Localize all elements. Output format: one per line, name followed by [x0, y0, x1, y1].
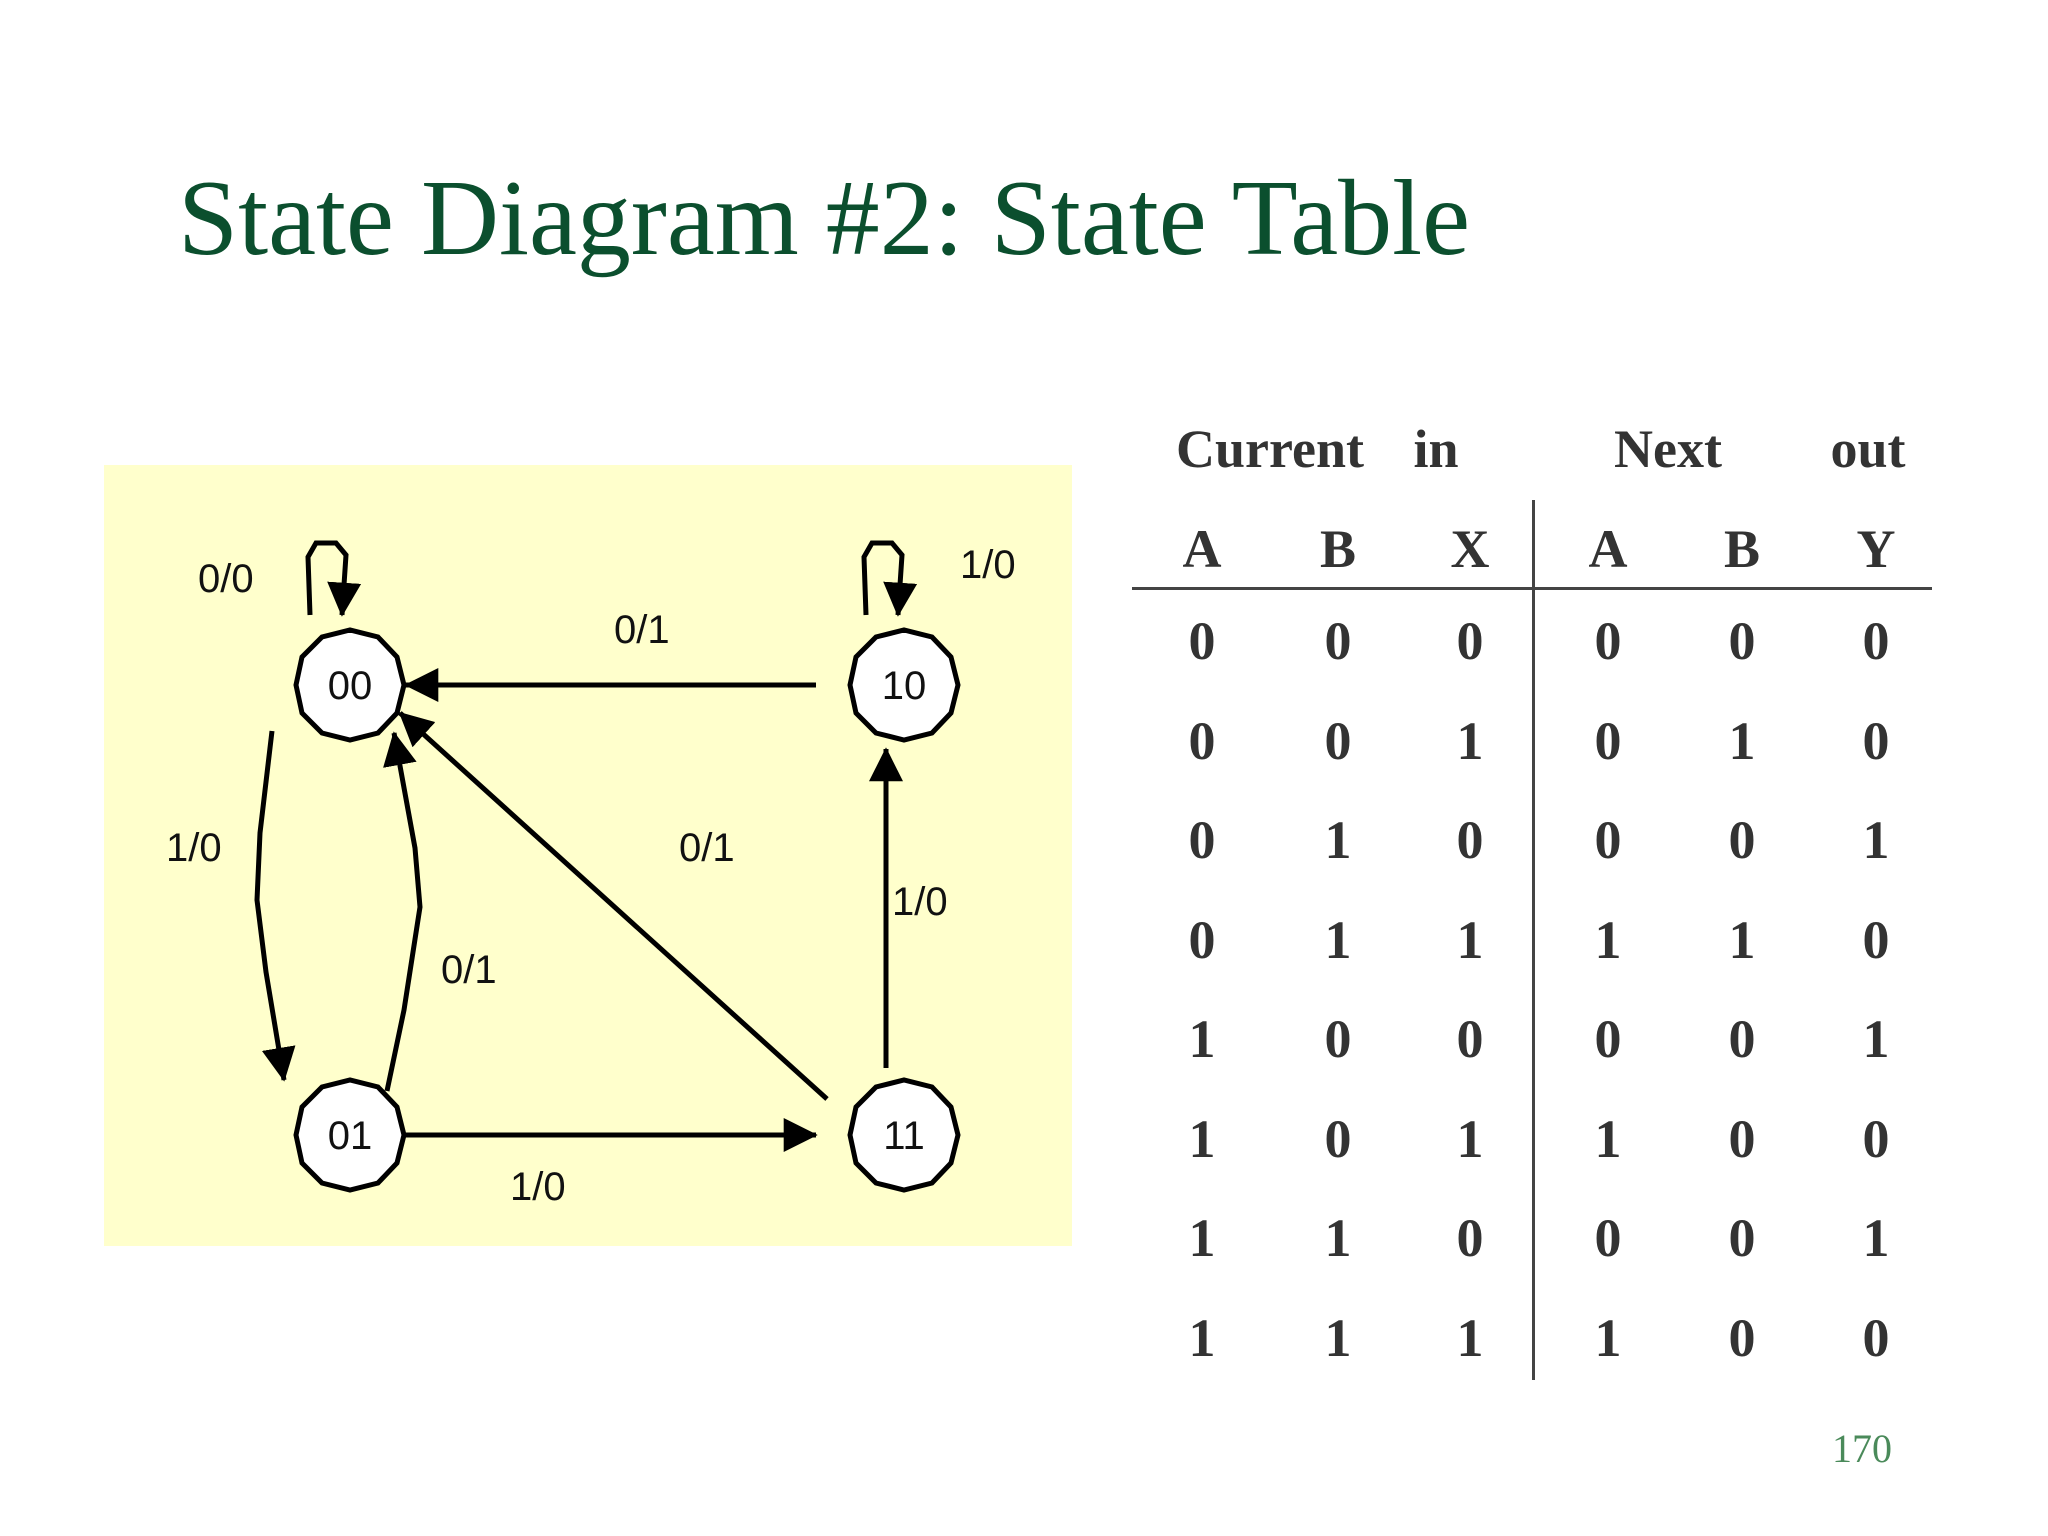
edge-label-01-00: 0/1 — [441, 948, 497, 992]
table-cell: 1 — [1728, 710, 1756, 771]
table-cell: 1 — [1594, 1108, 1622, 1169]
table-cell: 0 — [1456, 611, 1484, 671]
self-loop-10 — [861, 540, 918, 617]
table-cell: 1 — [1456, 1307, 1484, 1368]
table-cell: 0 — [1594, 710, 1622, 771]
table-cell: 1 — [1324, 810, 1352, 870]
column-header: B — [1723, 519, 1761, 579]
state-label-01: 01 — [328, 1114, 373, 1158]
state-node-10: 10 — [847, 627, 961, 743]
edge-11-to-00 — [398, 711, 829, 1101]
table-cell: 1 — [1324, 1307, 1352, 1368]
column-header: A — [1588, 519, 1628, 579]
edge-label-01-11: 1/0 — [510, 1165, 566, 1209]
table-cell: 1 — [1324, 1208, 1352, 1268]
table-cell: 1 — [1862, 1208, 1890, 1268]
table-cell: 1 — [1456, 710, 1484, 771]
table-cell: 0 — [1188, 710, 1216, 771]
state-diagram: 0/0 1/0 0/1 1/0 0/1 0/1 1/0 1/0 00 10 — [166, 540, 1016, 1209]
state-node-11: 11 — [847, 1077, 961, 1193]
table-cell: 0 — [1728, 1108, 1756, 1169]
group-header-current: Current — [1176, 419, 1364, 479]
edge-label-00-00: 0/0 — [198, 557, 254, 601]
edge-label-11-00: 0/1 — [679, 826, 735, 870]
column-header: X — [1450, 519, 1490, 579]
table-cell: 0 — [1188, 909, 1216, 970]
column-header: Y — [1856, 519, 1896, 579]
table-cell: 0 — [1594, 611, 1622, 671]
table-cell: 0 — [1594, 810, 1622, 870]
table-cell: 0 — [1188, 810, 1216, 870]
edge-label-00-01: 1/0 — [166, 826, 222, 870]
table-cell: 0 — [1188, 611, 1216, 671]
table-cell: 1 — [1862, 1009, 1890, 1069]
table-cell: 0 — [1728, 810, 1756, 870]
table-cell: 1 — [1188, 1307, 1216, 1368]
table-cell: 1 — [1456, 909, 1484, 970]
group-header-next: Next — [1614, 419, 1722, 479]
slide-title: State Diagram #2: State Table — [178, 159, 1471, 278]
table-cell: 0 — [1324, 710, 1352, 771]
edge-01-to-00 — [383, 731, 423, 1092]
table-cell: 0 — [1862, 710, 1890, 771]
table-cell: 1 — [1324, 909, 1352, 970]
table-cell: 0 — [1728, 1009, 1756, 1069]
column-header: A — [1182, 519, 1222, 579]
table-cell: 0 — [1324, 1108, 1352, 1169]
state-label-11: 11 — [883, 1114, 925, 1158]
group-header-out: out — [1830, 419, 1906, 479]
table-cell: 1 — [1862, 810, 1890, 870]
table-cell: 0 — [1594, 1208, 1622, 1268]
state-label-00: 00 — [328, 664, 373, 708]
table-cell: 0 — [1728, 1208, 1756, 1268]
table-cell: 1 — [1188, 1009, 1216, 1069]
self-loop-00 — [305, 540, 362, 617]
table-cell: 0 — [1324, 1009, 1352, 1069]
edge-label-10-10: 1/0 — [960, 543, 1016, 587]
table-cell: 0 — [1862, 909, 1890, 970]
group-header-in: in — [1413, 419, 1459, 479]
edge-label-10-00: 0/1 — [614, 608, 670, 652]
table-cell: 1 — [1188, 1108, 1216, 1169]
table-cell: 0 — [1456, 810, 1484, 870]
table-cell: 1 — [1594, 1307, 1622, 1368]
state-table: Current in Next out 0 0 0 0 0 0 0 0 1 0 1 0 0 1 0 0 0 1 0 1… — [1120, 410, 1950, 1390]
table-cell: 0 — [1862, 611, 1890, 671]
table-cell: 0 — [1456, 1208, 1484, 1268]
edge-00-to-01 — [254, 730, 296, 1082]
table-cell: 1 — [1594, 909, 1622, 970]
table-cell: 0 — [1456, 1009, 1484, 1069]
table-cell: 1 — [1728, 909, 1756, 970]
state-diagram-panel: 0/0 1/0 0/1 1/0 0/1 0/1 1/0 1/0 00 10 — [104, 465, 1072, 1246]
column-header: B — [1319, 519, 1357, 579]
table-cell: 0 — [1594, 1009, 1622, 1069]
table-divider-horizontal — [1132, 587, 1932, 590]
table-cell: 0 — [1728, 611, 1756, 671]
table-cell: 0 — [1324, 611, 1352, 671]
table-cell: 0 — [1862, 1108, 1890, 1169]
state-label-10: 10 — [882, 664, 927, 708]
state-node-01: 01 — [293, 1077, 407, 1193]
table-divider-vertical — [1532, 500, 1535, 1380]
page-number: 170 — [1832, 1426, 1892, 1471]
edge-label-11-10: 1/0 — [892, 880, 948, 924]
table-cell: 1 — [1188, 1208, 1216, 1268]
table-cell: 0 — [1728, 1307, 1756, 1368]
state-node-00: 00 — [293, 627, 407, 743]
table-cell: 1 — [1456, 1108, 1484, 1169]
table-cell: 0 — [1862, 1307, 1890, 1368]
